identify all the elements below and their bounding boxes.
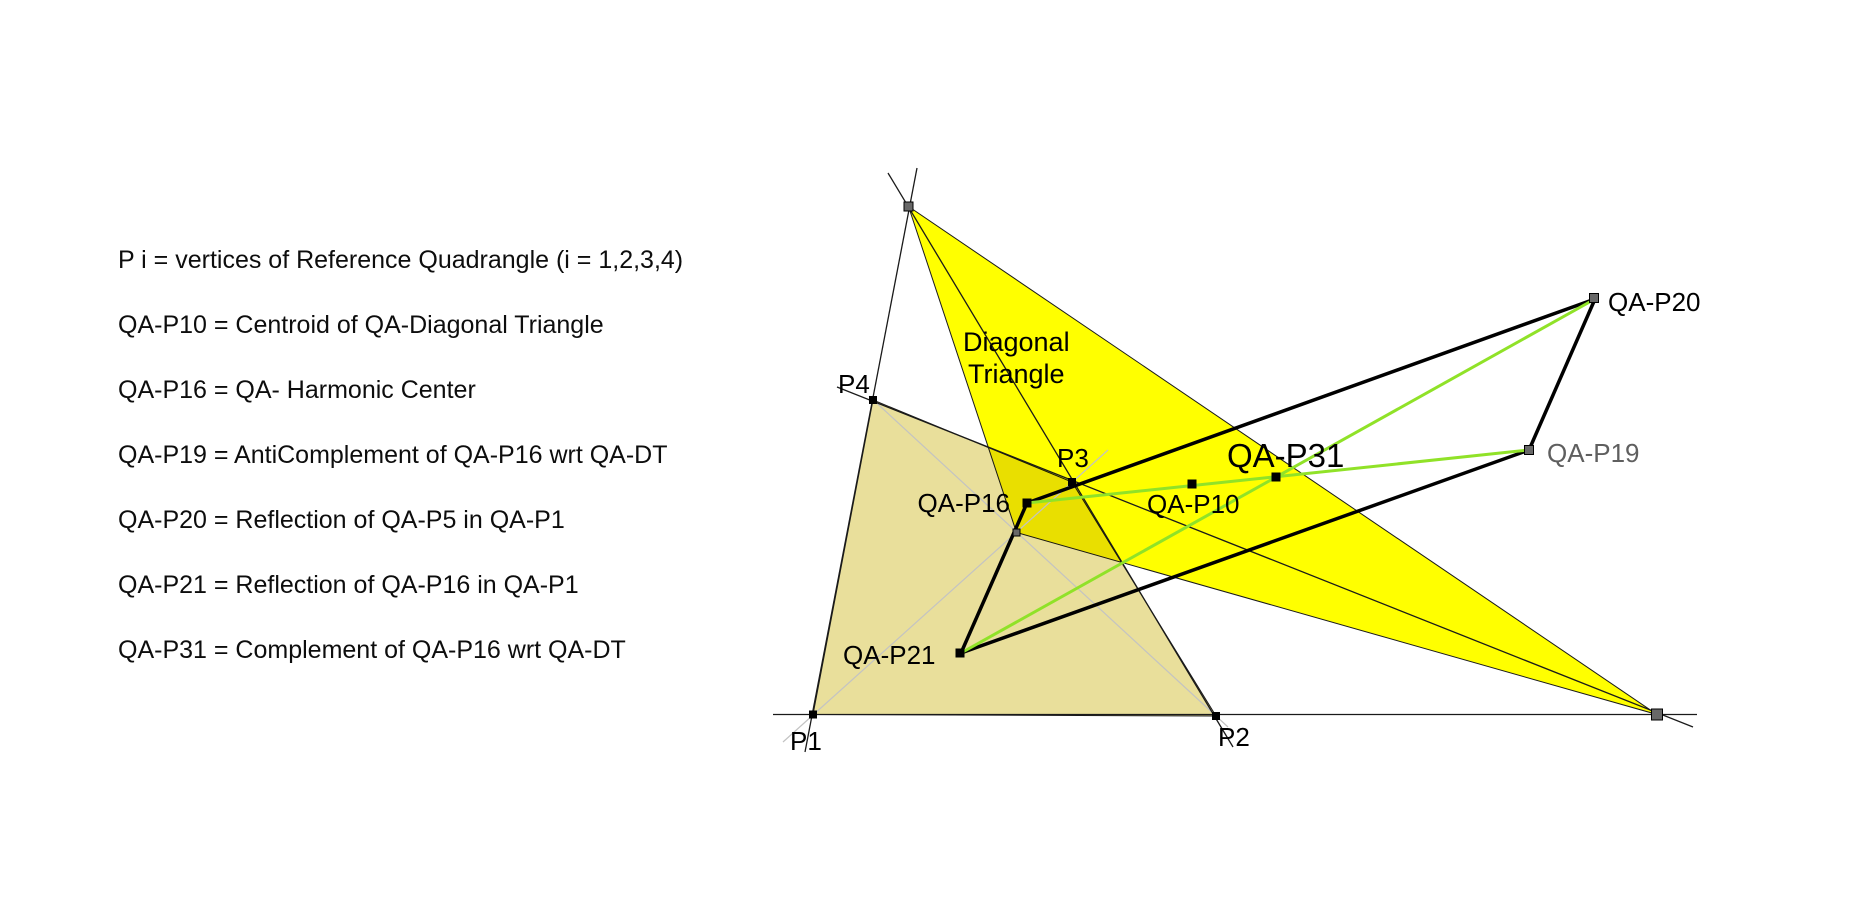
label-P2: P2: [1218, 722, 1250, 752]
line-P2-P3: [887, 172, 1234, 748]
legend-line-qap20: QA-P20 = Reflection of QA-P5 in QA-P1: [118, 506, 565, 534]
legend: P i = vertices of Reference Quadrangle (…: [118, 228, 684, 683]
segment-QAP20-QAP19: [1527, 298, 1597, 451]
point-P1[interactable]: [809, 710, 817, 719]
line-P2-P4: [868, 395, 1229, 728]
point-P3[interactable]: [1068, 478, 1076, 486]
line-P3-P4: [836, 386, 1694, 728]
label-QA-P19: QA-P19: [1547, 438, 1640, 468]
label-QA-P20: QA-P20: [1608, 287, 1701, 317]
label-P3: P3: [1057, 443, 1089, 473]
point-QA-P19[interactable]: [1524, 445, 1534, 455]
point-DT-vertex-left[interactable]: [1012, 528, 1021, 537]
label-P1: P1: [790, 726, 822, 756]
legend-line-qap16: QA-P16 = QA- Harmonic Center: [118, 376, 476, 404]
legend-line-pi: P i = vertices of Reference Quadrangle (…: [118, 246, 684, 274]
point-P4[interactable]: [869, 396, 877, 404]
label-QA-P10: QA-P10: [1147, 489, 1240, 519]
legend-line-qap21: QA-P21 = Reflection of QA-P16 in QA-P1: [118, 571, 579, 599]
point-QA-P21[interactable]: [955, 648, 965, 658]
legend-line-qap10: QA-P10 = Centroid of QA-Diagonal Triangl…: [118, 311, 604, 339]
point-DT-vertex-right[interactable]: [1651, 708, 1663, 721]
point-QA-P10[interactable]: [1187, 479, 1197, 489]
segment-QAP21-QAP16: [959, 502, 1029, 654]
diagonal-triangle-fill: [907, 205, 1658, 715]
point-P2[interactable]: [1212, 712, 1220, 720]
legend-line-qap19: QA-P19 = AntiComplement of QA-P16 wrt QA…: [118, 441, 668, 469]
label-QA-P31: QA-P31: [1227, 437, 1344, 474]
segment-QAP16-QAP20: [1026, 297, 1596, 505]
line-P1-P4: [804, 167, 918, 753]
point-DT-vertex-top[interactable]: [903, 201, 914, 212]
point-QA-P31[interactable]: [1271, 472, 1281, 482]
label-P4: P4: [838, 369, 870, 399]
segment-QAP19-QAP21: [960, 448, 1530, 655]
label-QA-P21: QA-P21: [843, 640, 936, 670]
point-QA-P20[interactable]: [1589, 293, 1599, 303]
point-QA-P16[interactable]: [1022, 498, 1032, 508]
legend-line-qap31: QA-P31 = Complement of QA-P16 wrt QA-DT: [118, 636, 626, 664]
label-QA-P16: QA-P16: [918, 488, 1011, 518]
